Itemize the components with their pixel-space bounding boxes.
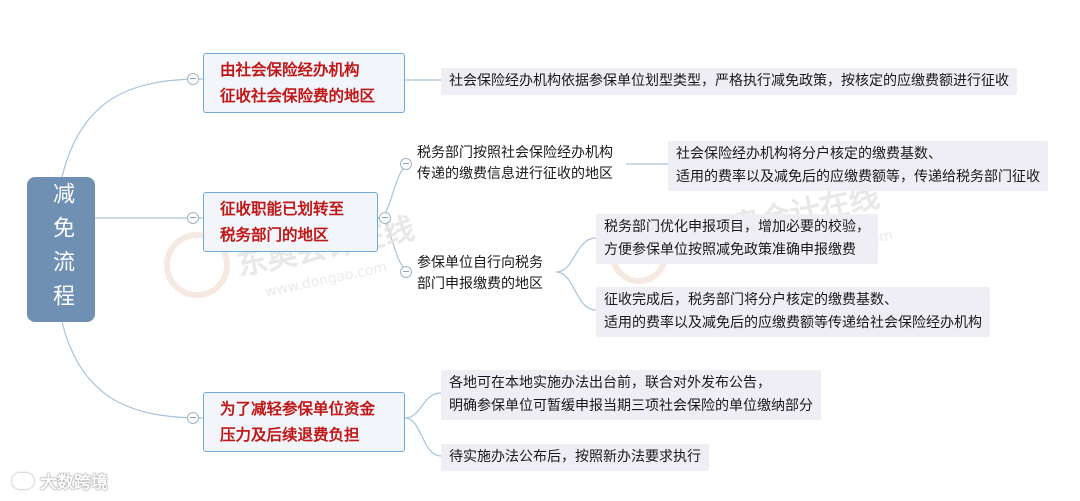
branch-title-line: 为了减轻参保单位资金 [220,400,376,418]
watermark-logo [164,232,230,298]
collapse-toggle-icon[interactable] [187,73,199,85]
branch-title-line: 税务部门的地区 [220,226,329,244]
branch-title-line: 征收职能已划转至 [220,200,345,218]
detail-line: 各地可在本地实施办法出台前，联合对外发布公告， [449,375,771,391]
detail-line: 税务部门优化申报项目，增加必要的校验， [604,219,870,235]
branch-node[interactable]: 由社会保险经办机构 征收社会保险费的地区 [203,53,405,113]
sub-branch-node[interactable]: 参保单位自行向税务 部门申报缴费的地区 [417,253,543,295]
sub-branch-node[interactable]: 税务部门按照社会保险经办机构 传递的缴费信息进行征收的地区 [417,143,613,185]
collapse-toggle-icon[interactable] [379,212,391,224]
detail-line: 适用的费率以及减免后的应缴费额等，传递给税务部门征收 [676,169,1040,185]
detail-box: 各地可在本地实施办法出台前，联合对外发布公告， 明确参保单位可暂缓申报当期三项社… [441,370,821,420]
brand-label: 大数跨境 [40,473,108,493]
detail-line: 适用的费率以及减免后的应缴费额等传递给社会保险经办机构 [604,315,982,331]
detail-box: 税务部门优化申报项目，增加必要的校验， 方便参保单位按照减免政策准确申报缴费 [596,214,878,264]
sub-branch-line: 参保单位自行向税务 [417,255,543,271]
brand-mark: 大数跨境 [12,468,108,493]
detail-line: 明确参保单位可暂缓申报当期三项社会保险的单位缴纳部分 [449,398,813,414]
detail-line: 社会保险经办机构依据参保单位划型类型，严格执行减免政策，按核定的应缴费额进行征收 [449,73,1009,89]
branch-node[interactable]: 征收职能已划转至 税务部门的地区 [203,192,378,252]
collapse-toggle-icon[interactable] [187,212,199,224]
brand-logo-icon [12,472,34,489]
detail-line: 方便参保单位按照减免政策准确申报缴费 [604,242,856,258]
detail-box: 社会保险经办机构将分户核定的缴费基数、 适用的费率以及减免后的应缴费额等，传递给… [668,141,1048,191]
detail-box: 社会保险经办机构依据参保单位划型类型，严格执行减免政策，按核定的应缴费额进行征收 [441,68,1017,95]
detail-box: 待实施办法公布后，按照新办法要求执行 [441,444,709,471]
collapse-toggle-icon[interactable] [400,266,412,278]
branch-title-line: 由社会保险经办机构 [220,61,360,79]
detail-line: 征收完成后，税务部门将分户核定的缴费基数、 [604,292,898,308]
sub-branch-line: 部门申报缴费的地区 [417,276,543,292]
branch-title-line: 征收社会保险费的地区 [220,87,376,105]
detail-line: 待实施办法公布后，按照新办法要求执行 [449,449,701,465]
sub-branch-line: 税务部门按照社会保险经办机构 [417,145,613,161]
collapse-toggle-icon[interactable] [187,412,199,424]
root-label: 减免流程 [49,181,74,318]
root-node[interactable]: 减免流程 [27,177,95,322]
detail-line: 社会保险经办机构将分户核定的缴费基数、 [676,146,942,162]
detail-box: 征收完成后，税务部门将分户核定的缴费基数、 适用的费率以及减免后的应缴费额等传递… [596,287,990,337]
branch-node[interactable]: 为了减轻参保单位资金 压力及后续退费负担 [203,392,405,452]
collapse-toggle-icon[interactable] [400,158,412,170]
branch-title-line: 压力及后续退费负担 [220,426,360,444]
sub-branch-line: 传递的缴费信息进行征收的地区 [417,166,613,182]
